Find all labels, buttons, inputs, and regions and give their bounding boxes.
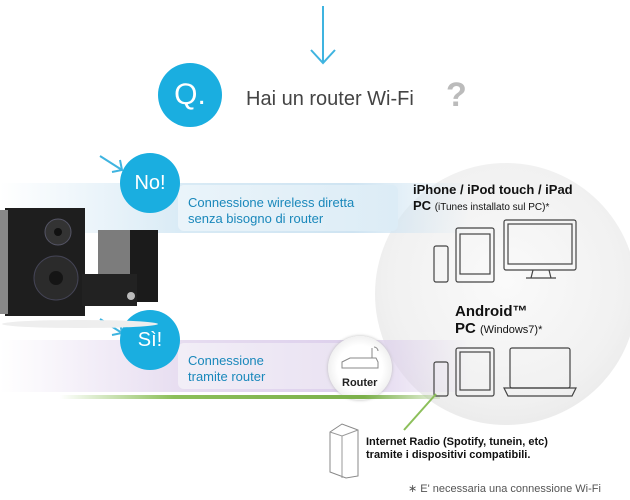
router-badge: Router — [328, 336, 392, 400]
no-badge: No! — [120, 153, 180, 213]
radio-line1: Internet Radio (Spotify, tunein, etc) — [366, 436, 548, 448]
ios-title: iPhone / iPod touch / iPad — [413, 182, 573, 197]
ios-pc-label: PC — [413, 198, 432, 213]
ios-devices-icon — [433, 219, 577, 283]
si-line1: Connessione — [188, 353, 264, 368]
footnote: ∗ E' necessaria una connessione Wi-Fi — [408, 483, 601, 495]
internet-radio-icon — [329, 423, 359, 479]
router-label: Router — [342, 377, 378, 389]
si-badge: Sì! — [120, 310, 180, 370]
ios-pc-note: (iTunes installato sul PC)* — [434, 202, 550, 213]
question-title: Hai un router Wi-Fi — [246, 88, 414, 110]
connection-line — [403, 393, 437, 431]
no-text-box — [178, 185, 398, 231]
ios-pc: PC (iTunes installato sul PC)* — [413, 198, 549, 213]
connection-line — [60, 395, 440, 399]
android-title: Android™ — [455, 303, 528, 320]
radio-description: Internet Radio (Spotify, tunein, etc)tra… — [366, 436, 548, 462]
question-mark: ? — [446, 76, 467, 114]
arrow-down-icon — [310, 6, 336, 65]
radio-line2: tramite i dispositivi compatibili. — [366, 449, 531, 461]
android-devices-icon — [433, 347, 577, 397]
android-pc-note: (Windows7)* — [480, 324, 543, 336]
speaker-system-image — [0, 208, 158, 328]
router-icon — [341, 346, 379, 369]
si-line2: tramite router — [188, 369, 266, 384]
android-pc: PC (Windows7)* — [455, 320, 542, 337]
no-line2: senza bisogno di router — [188, 211, 324, 226]
android-pc-label: PC — [455, 320, 476, 337]
no-line1: Connessione wireless diretta — [188, 195, 355, 210]
q-badge: Q. — [158, 63, 222, 127]
